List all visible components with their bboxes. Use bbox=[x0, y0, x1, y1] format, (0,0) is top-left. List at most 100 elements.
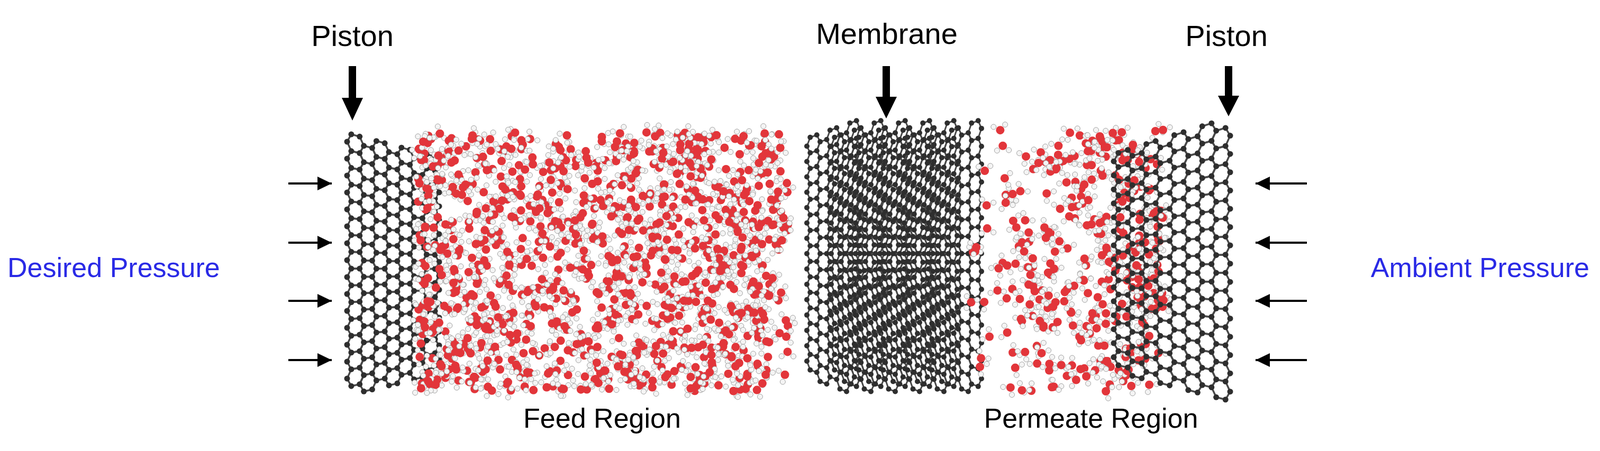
carbon-atom bbox=[398, 326, 405, 333]
oxygen-atom bbox=[633, 310, 643, 320]
hydrogen-atom bbox=[431, 232, 437, 239]
oxygen-atom bbox=[642, 128, 651, 137]
hydrogen-atom bbox=[621, 124, 627, 130]
carbon-atom bbox=[386, 351, 393, 358]
oxygen-atom bbox=[757, 142, 766, 151]
hydrogen-atom bbox=[662, 244, 668, 250]
hydrogen-atom bbox=[519, 299, 525, 305]
carbon-atom bbox=[360, 274, 367, 280]
hydrogen-atom bbox=[442, 238, 449, 244]
carbon-atom bbox=[406, 251, 413, 258]
hydrogen-atom bbox=[757, 394, 763, 400]
carbon-atom bbox=[360, 159, 367, 166]
oxygen-atom bbox=[642, 302, 651, 311]
carbon-atom bbox=[386, 367, 393, 374]
carbon-atom bbox=[360, 306, 367, 313]
hydrogen-atom bbox=[519, 313, 525, 319]
carbon-atom bbox=[406, 221, 413, 228]
carbon-atom bbox=[373, 282, 380, 288]
hydrogen-atom bbox=[605, 273, 612, 279]
oxygen-atom bbox=[723, 369, 733, 379]
hydrogen-atom bbox=[704, 326, 710, 332]
hydrogen-atom bbox=[660, 332, 666, 338]
carbon-atom bbox=[373, 153, 380, 160]
carbon-atom bbox=[348, 165, 354, 171]
hydrogen-atom bbox=[573, 315, 579, 322]
hydrogen-atom bbox=[792, 320, 798, 326]
hydrogen-atom bbox=[448, 171, 454, 178]
hydrogen-atom bbox=[548, 197, 554, 204]
hydrogen-atom bbox=[715, 167, 722, 174]
oxygen-atom bbox=[758, 379, 767, 388]
hydrogen-atom bbox=[653, 316, 660, 322]
hydrogen-atom bbox=[758, 351, 765, 357]
hydrogen-atom bbox=[501, 234, 507, 241]
carbon-atom bbox=[356, 266, 363, 272]
oxygen-atom bbox=[707, 285, 717, 294]
hydrogen-atom bbox=[449, 379, 455, 385]
oxygen-atom bbox=[516, 135, 526, 145]
carbon-atom bbox=[356, 348, 363, 355]
oxygen-atom bbox=[674, 230, 684, 240]
carbon-atom bbox=[386, 289, 393, 296]
hydrogen-atom bbox=[765, 327, 771, 333]
hydrogen-atom bbox=[502, 137, 508, 143]
carbon-atom bbox=[373, 313, 380, 320]
carbon-atom bbox=[348, 282, 354, 289]
carbon-atom bbox=[369, 209, 376, 216]
carbon-atom bbox=[356, 298, 363, 305]
hydrogen-atom bbox=[688, 239, 695, 245]
carbon-atom bbox=[411, 361, 417, 368]
carbon-atom bbox=[356, 200, 363, 206]
carbon-atom bbox=[411, 288, 417, 295]
hydrogen-atom bbox=[518, 342, 524, 348]
carbon-atom bbox=[406, 206, 413, 213]
hydrogen-atom bbox=[526, 225, 532, 232]
oxygen-atom bbox=[520, 165, 530, 175]
carbon-atom bbox=[394, 304, 400, 311]
oxygen-atom bbox=[752, 386, 762, 395]
hydrogen-atom bbox=[627, 133, 633, 140]
hydrogen-atom bbox=[693, 201, 699, 207]
carbon-atom bbox=[436, 189, 443, 196]
hydrogen-atom bbox=[484, 333, 490, 339]
hydrogen-atom bbox=[760, 123, 767, 130]
oxygen-atom bbox=[528, 347, 538, 356]
hydrogen-atom bbox=[428, 216, 434, 223]
oxygen-atom bbox=[527, 261, 536, 271]
hydrogen-atom bbox=[447, 323, 453, 329]
hydrogen-atom bbox=[485, 344, 491, 350]
carbon-atom bbox=[344, 206, 351, 213]
carbon-atom bbox=[398, 250, 405, 257]
hydrogen-atom bbox=[526, 129, 533, 135]
hydrogen-atom bbox=[640, 388, 647, 395]
carbon-atom bbox=[360, 192, 367, 198]
carbon-atom bbox=[406, 340, 413, 347]
hydrogen-atom bbox=[642, 221, 648, 227]
hydrogen-atom bbox=[553, 240, 560, 247]
carbon-atom bbox=[382, 297, 388, 304]
oxygen-atom bbox=[634, 243, 644, 253]
carbon-atom bbox=[394, 151, 400, 158]
carbon-atom bbox=[360, 208, 367, 215]
hydrogen-atom bbox=[457, 232, 463, 239]
hydrogen-atom bbox=[504, 174, 510, 180]
hydrogen-atom bbox=[656, 379, 662, 385]
hydrogen-atom bbox=[552, 271, 558, 278]
oxygen-atom bbox=[466, 349, 476, 358]
oxygen-atom bbox=[477, 339, 486, 348]
hydrogen-atom bbox=[614, 173, 621, 179]
oxygen-atom bbox=[648, 376, 657, 386]
hydrogen-atom bbox=[680, 238, 686, 244]
hydrogen-atom bbox=[623, 313, 629, 320]
hydrogen-atom bbox=[705, 202, 711, 208]
hydrogen-atom bbox=[573, 199, 579, 205]
oxygen-atom bbox=[615, 129, 625, 138]
hydrogen-atom bbox=[751, 325, 757, 331]
hydrogen-atom bbox=[415, 261, 422, 267]
carbon-atom bbox=[406, 355, 413, 362]
carbon-atom bbox=[423, 251, 430, 258]
hydrogen-atom bbox=[528, 376, 534, 383]
carbon-atom bbox=[398, 159, 405, 166]
